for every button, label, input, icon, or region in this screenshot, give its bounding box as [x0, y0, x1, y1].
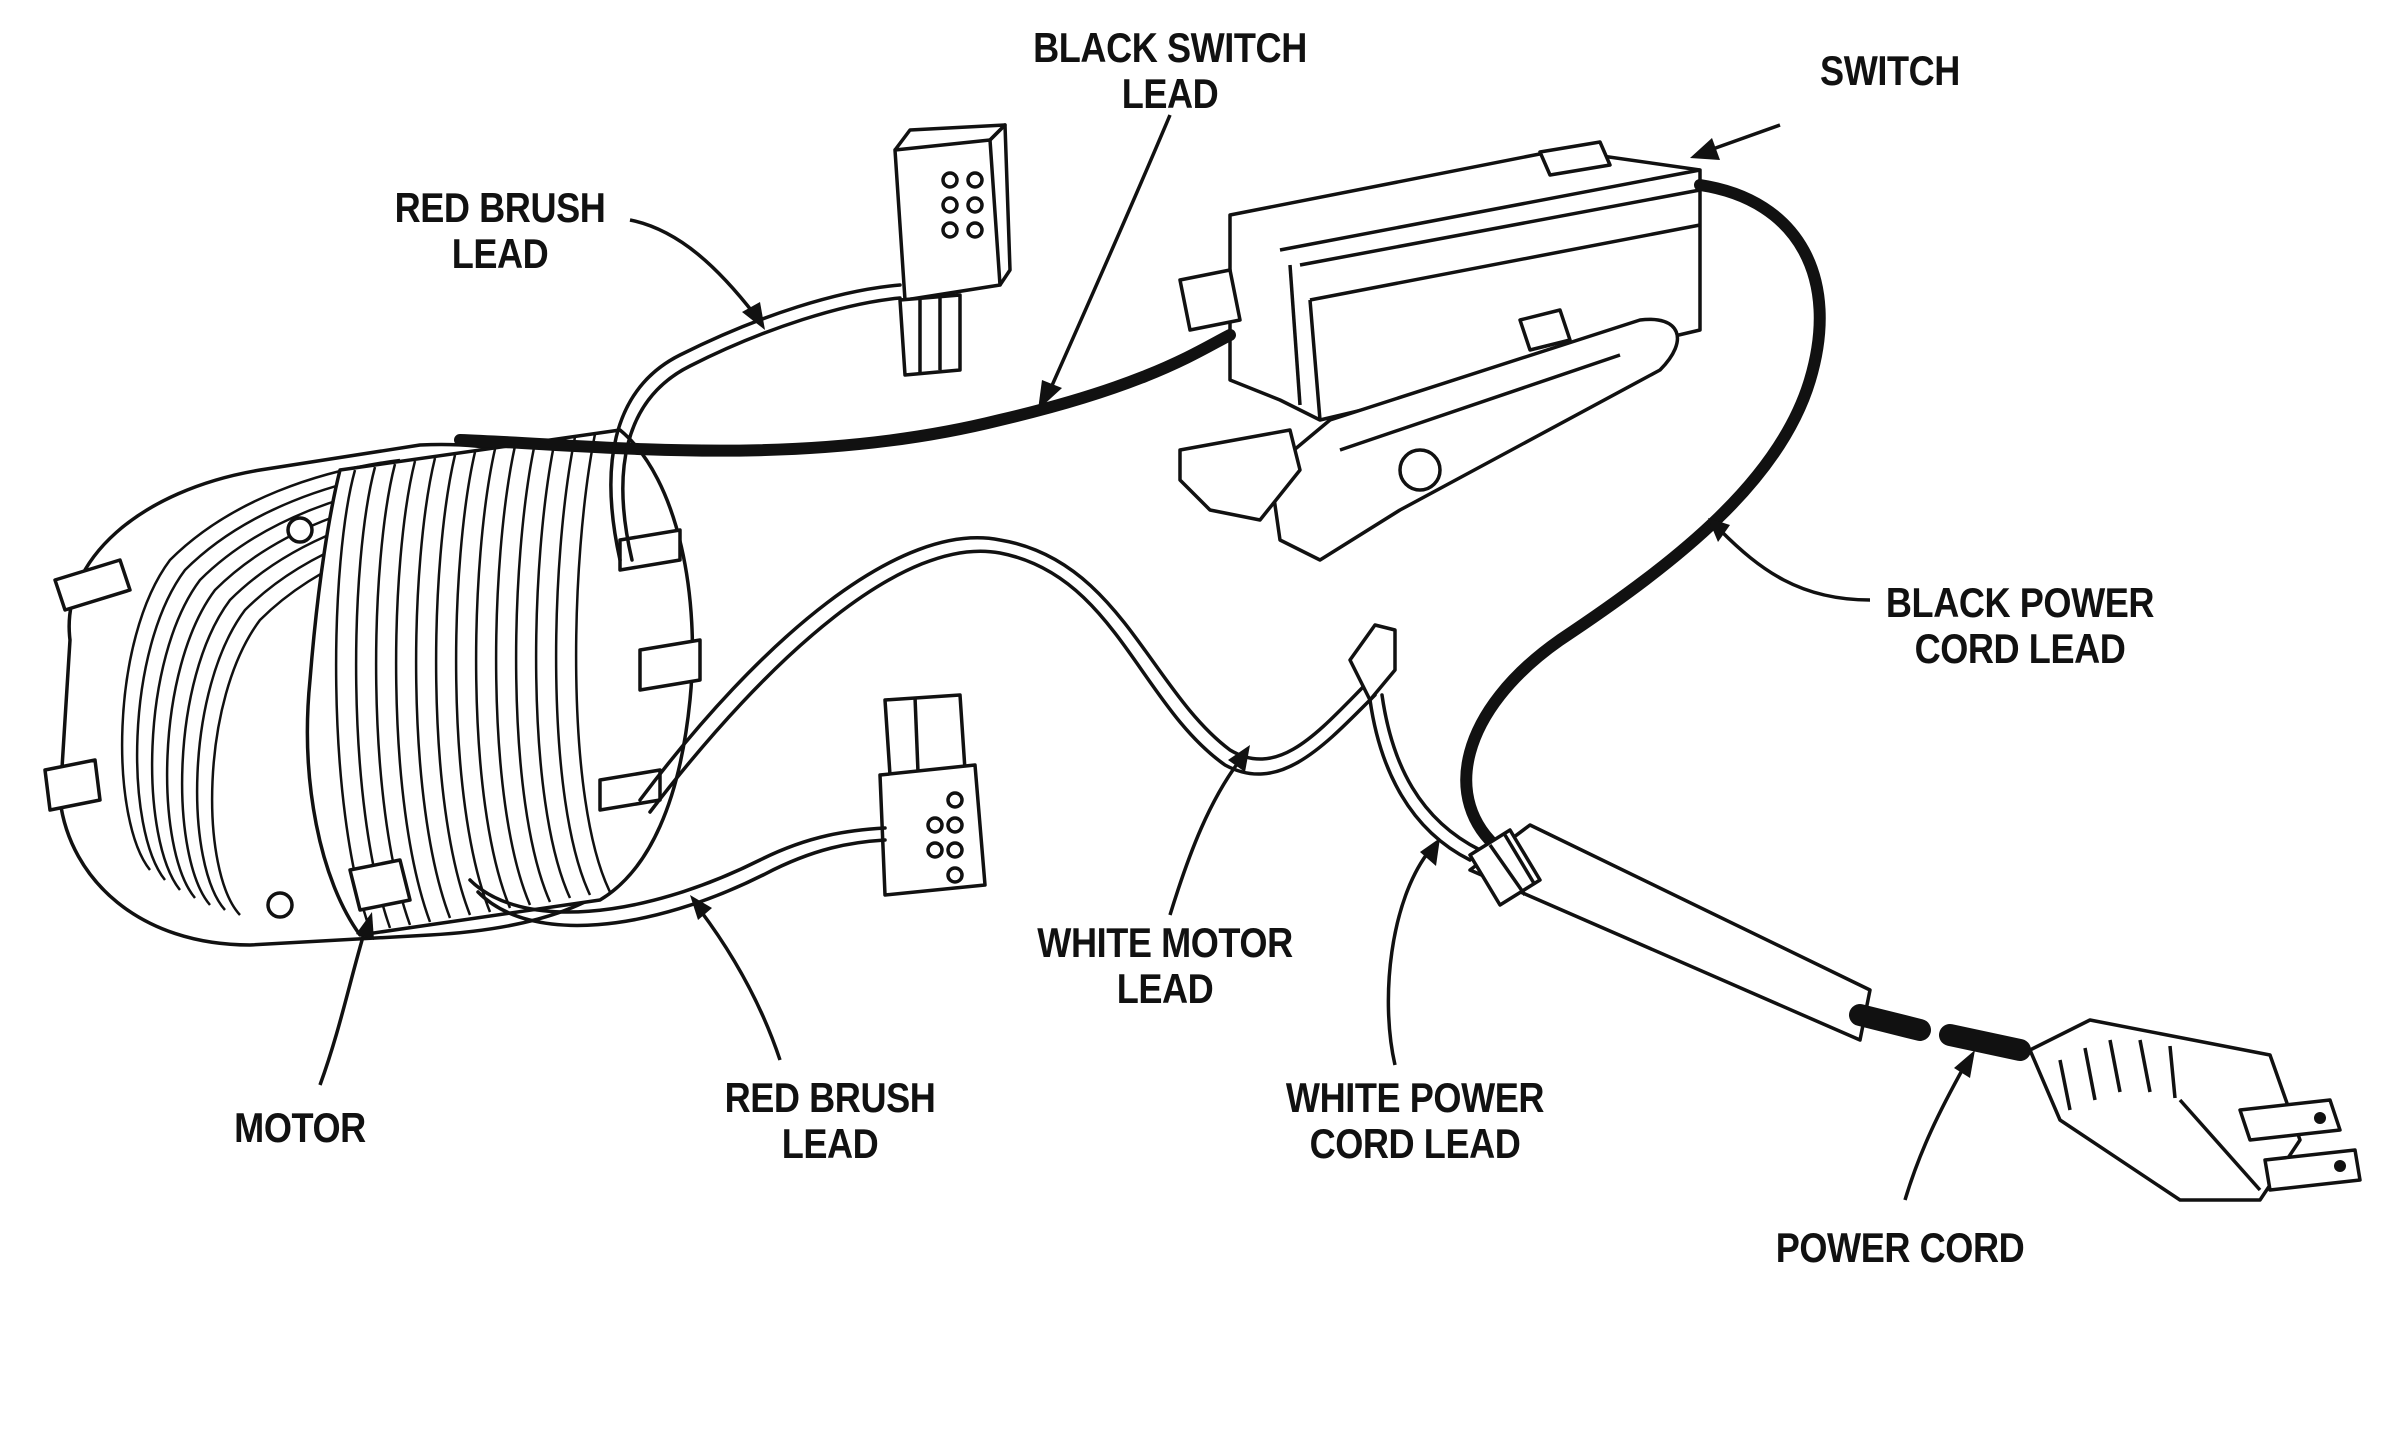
wire-nut [1348, 623, 1397, 702]
label-white-power-cord-lead: WHITE POWER CORD LEAD [1285, 1074, 1545, 1167]
label-black-switch-lead: BLACK SWITCH LEAD [1033, 24, 1307, 117]
white-motor-lead-wire [638, 536, 1377, 814]
bottom-brush-connector [878, 693, 987, 897]
top-brush-connector [893, 123, 1012, 377]
red-brush-lead-top-wire [609, 283, 902, 562]
black-power-cord-lead-wire [1460, 179, 1826, 856]
label-power-cord: POWER CORD [1775, 1224, 2025, 1271]
label-white-motor-lead: WHITE MOTOR LEAD [1037, 919, 1293, 1012]
white-power-cord-lead-wire [1368, 693, 1482, 862]
label-black-power-cord-lead: BLACK POWER CORD LEAD [1885, 579, 2155, 672]
label-motor: MOTOR [234, 1104, 366, 1151]
label-switch: SWITCH [1820, 47, 1960, 94]
red-brush-lead-bottom-wire [468, 826, 887, 928]
leader-lines [318, 114, 1975, 1201]
label-red-brush-lead-bottom: RED BRUSH LEAD [724, 1074, 936, 1167]
switch-body [1178, 140, 1702, 562]
label-red-brush-lead-top: RED BRUSH LEAD [394, 184, 606, 277]
power-cord-assembly [1468, 823, 2362, 1202]
motor-assembly [43, 428, 702, 947]
black-switch-lead-wire [454, 329, 1236, 457]
